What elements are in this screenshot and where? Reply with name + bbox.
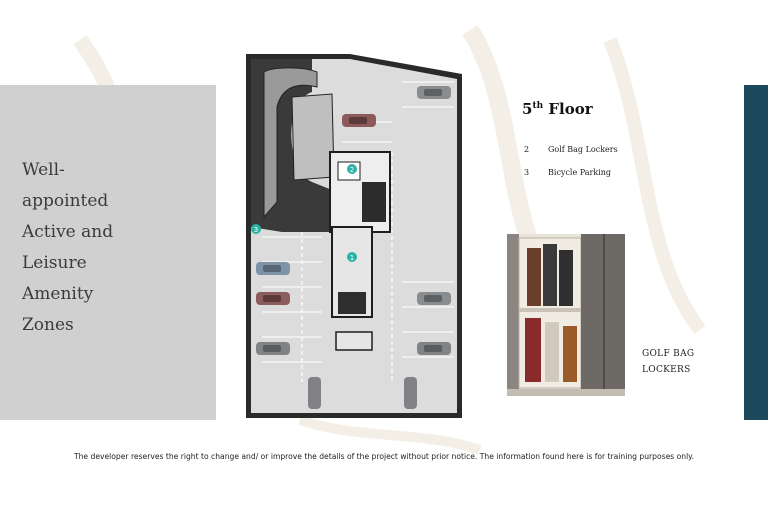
disclaimer: The developer reserves the right to chan… — [73, 452, 695, 461]
tagline: Well- appointed Active and Leisure Ameni… — [22, 155, 212, 341]
legend-number: 2 — [524, 145, 530, 154]
car-icon — [342, 114, 376, 127]
tagline-line: Active and — [22, 222, 114, 242]
svg-text:3: 3 — [254, 226, 258, 234]
accent-bar — [744, 85, 768, 420]
tagline-line: Well- — [22, 160, 65, 180]
floor-plan: 2 1 3 — [246, 54, 462, 418]
legend-label: Bicycle Parking — [548, 168, 612, 177]
floor-title: 5th Floor — [522, 100, 593, 118]
marker-3: 3 — [251, 224, 261, 234]
tagline-line: Amenity — [22, 284, 94, 304]
car-icon — [417, 342, 451, 355]
car-icon — [256, 262, 290, 275]
car-icon — [256, 342, 290, 355]
tagline-line: Leisure — [22, 253, 87, 273]
car-icon — [404, 377, 417, 409]
tagline-line: Zones — [22, 315, 74, 335]
car-icon — [417, 86, 451, 99]
photo-caption: GOLF BAG LOCKERS — [642, 346, 694, 378]
car-icon — [308, 377, 321, 409]
caption-line: GOLF BAG — [642, 349, 695, 359]
tagline-panel — [0, 85, 216, 420]
marker-1: 1 — [347, 252, 357, 262]
legend-item: 2 Golf Bag Lockers — [524, 145, 618, 168]
marker-2: 2 — [347, 164, 357, 174]
svg-text:1: 1 — [350, 254, 354, 262]
car-icon — [256, 292, 290, 305]
legend-item: 3 Bicycle Parking — [524, 168, 618, 191]
legend: 2 Golf Bag Lockers 3 Bicycle Parking — [524, 145, 618, 191]
tagline-line: appointed — [22, 191, 109, 211]
caption-line: LOCKERS — [642, 365, 691, 375]
legend-number: 3 — [524, 168, 530, 177]
golf-bag-locker-photo — [507, 234, 625, 396]
car-icon — [417, 292, 451, 305]
legend-label: Golf Bag Lockers — [548, 145, 618, 154]
svg-text:2: 2 — [350, 166, 354, 174]
